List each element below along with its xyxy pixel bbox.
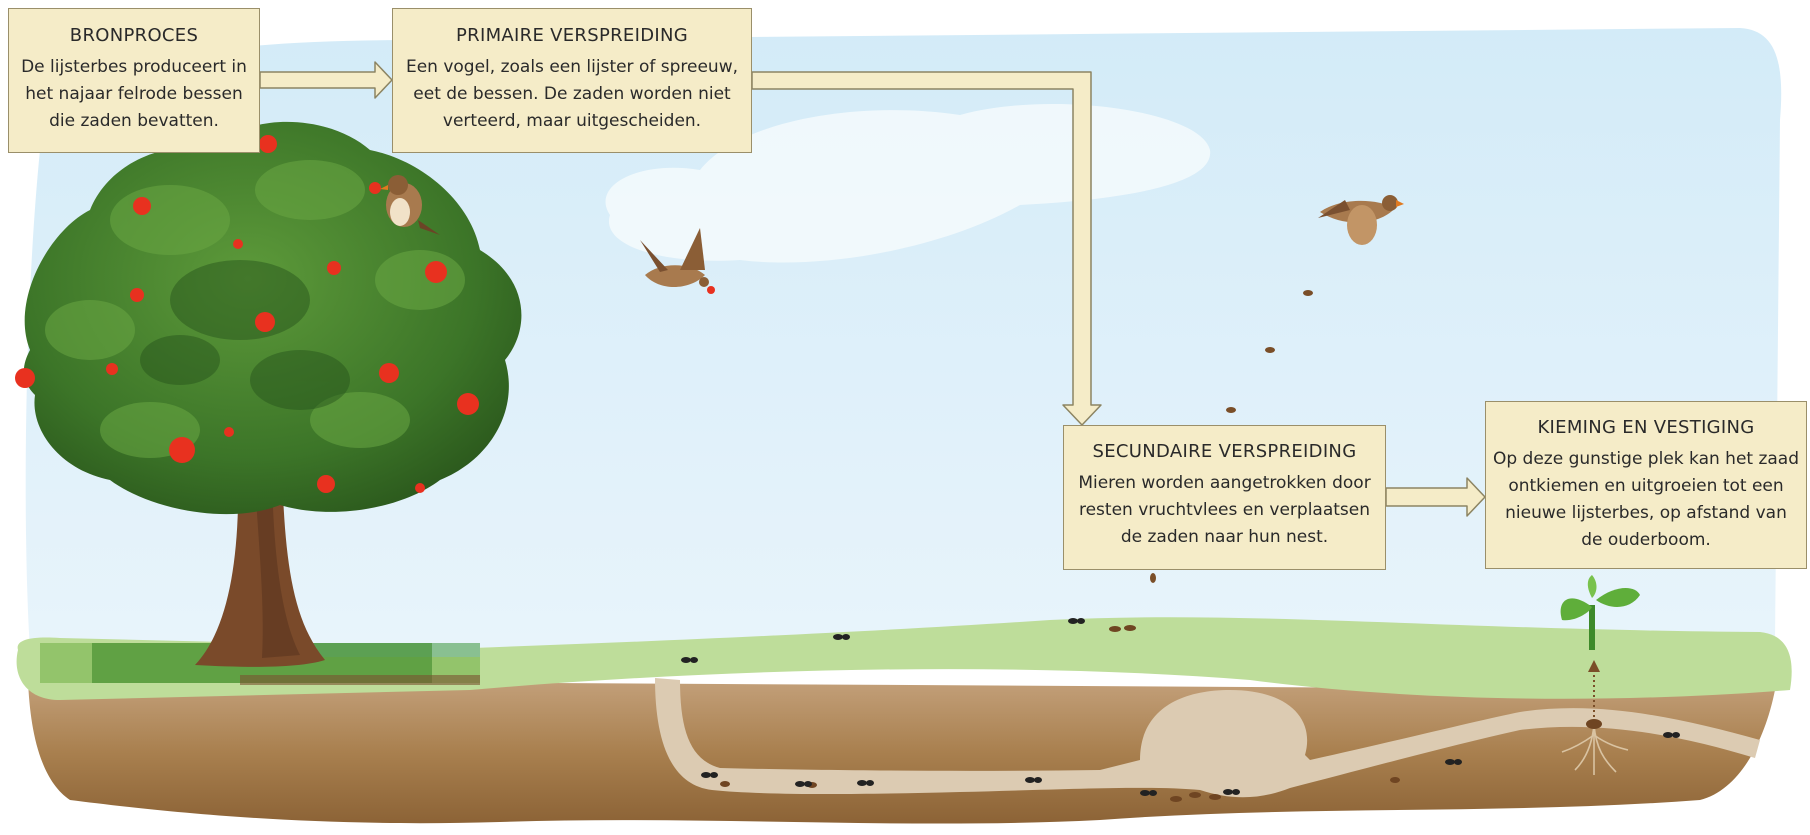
bird-flying-left — [640, 228, 715, 294]
box-title: PRIMAIRE VERSPREIDING — [456, 25, 688, 46]
seed-roots — [1561, 724, 1629, 775]
soil-cut — [240, 675, 480, 685]
ground-seeds — [720, 625, 1400, 802]
box-primaire-verspreiding: PRIMAIRE VERSPREIDING Een vogel, zoals e… — [392, 8, 752, 153]
box-secundaire-verspreiding: SECUNDAIRE VERSPREIDING Mieren worden aa… — [1063, 425, 1386, 570]
arrow-secundair-to-kieming — [1385, 477, 1486, 517]
box-text: Op deze gunstige plek kan het zaad ontki… — [1492, 449, 1800, 550]
arrow-primair-to-secundair — [751, 71, 1102, 426]
canopy-shadows — [140, 260, 350, 410]
box-text: De lijsterbes produceert in het najaar f… — [21, 57, 247, 131]
box-text: Een vogel, zoals een lijster of spreeuw,… — [405, 57, 739, 131]
box-bronproces: BRONPROCES De lijsterbes produceert in h… — [8, 8, 260, 153]
ant-tunnel — [655, 678, 1760, 798]
box-title: SECUNDAIRE VERSPREIDING — [1092, 441, 1357, 462]
box-title: KIEMING EN VESTIGING — [1537, 417, 1755, 438]
cloud — [605, 103, 1211, 263]
germination-arrow — [1588, 660, 1600, 722]
tree-trunk-shade — [255, 480, 300, 658]
box-title: BRONPROCES — [69, 25, 199, 46]
soil — [28, 680, 1775, 824]
ants — [681, 618, 1680, 796]
berry-clusters — [15, 135, 479, 493]
box-text: Mieren worden aangetrokken door resten v… — [1078, 473, 1371, 547]
bird-perched — [380, 175, 440, 235]
tree-trunk — [195, 470, 325, 667]
box-kieming-en-vestiging: KIEMING EN VESTIGING Op deze gunstige pl… — [1485, 401, 1807, 569]
canopy-highlights — [45, 160, 465, 458]
seedling — [1560, 575, 1640, 650]
seed-in-soil — [1586, 719, 1602, 729]
falling-seeds — [1150, 290, 1313, 583]
arrow-bron-to-primair — [259, 61, 393, 99]
bird-flying-right — [1318, 195, 1404, 245]
